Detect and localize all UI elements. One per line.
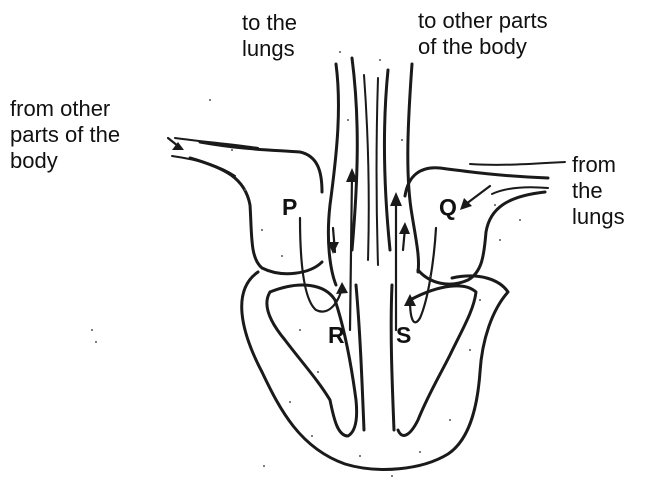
vena-cava-vessel-upper — [175, 138, 258, 148]
label-from-lungs-line3: lungs — [572, 204, 625, 230]
label-to-other-parts-line2: of the body — [418, 34, 548, 60]
label-to-lungs: to the lungs — [242, 10, 297, 62]
chamber-label-r: R — [328, 322, 345, 349]
left-ventricle-wall — [267, 285, 357, 436]
right-atrium-upper-wall — [405, 168, 548, 196]
label-from-other-parts-line1: from other — [10, 96, 120, 122]
label-from-other-parts-line3: body — [10, 148, 120, 174]
septum-right — [391, 285, 394, 430]
flow-from-lungs-into-q — [466, 186, 490, 204]
label-from-lungs: from the lungs — [572, 152, 625, 230]
right-atrium-wall — [418, 192, 545, 284]
label-to-lungs-line1: to the — [242, 10, 297, 36]
arrowhead-s-up — [390, 192, 402, 206]
flow-r-up — [350, 175, 352, 330]
vessel-inner-line — [364, 75, 369, 260]
pulmonary-vein-upper — [470, 162, 565, 165]
label-from-lungs-line1: from — [572, 152, 625, 178]
pulmonary-artery-right — [352, 58, 357, 250]
arrowhead-q-to-s — [404, 294, 416, 306]
label-to-lungs-line2: lungs — [242, 36, 297, 62]
stipple-texture — [91, 51, 521, 477]
vessel-inner-line-2 — [377, 78, 379, 265]
label-to-other-parts-line1: to other parts — [418, 8, 548, 34]
label-from-other-parts-line2: parts of the — [10, 122, 120, 148]
arrowhead-to-body — [399, 222, 410, 234]
chamber-label-s: S — [396, 322, 411, 349]
heart-outer-wall — [242, 272, 508, 469]
chamber-label-q: Q — [439, 194, 457, 221]
label-to-other-parts: to other parts of the body — [418, 8, 548, 60]
chamber-label-p: P — [282, 194, 297, 221]
label-from-other-parts: from other parts of the body — [10, 96, 120, 174]
arrowhead-p-to-r — [336, 282, 348, 294]
label-from-lungs-line2: the — [572, 178, 625, 204]
aorta-left — [384, 70, 390, 250]
aorta-right — [408, 64, 419, 272]
